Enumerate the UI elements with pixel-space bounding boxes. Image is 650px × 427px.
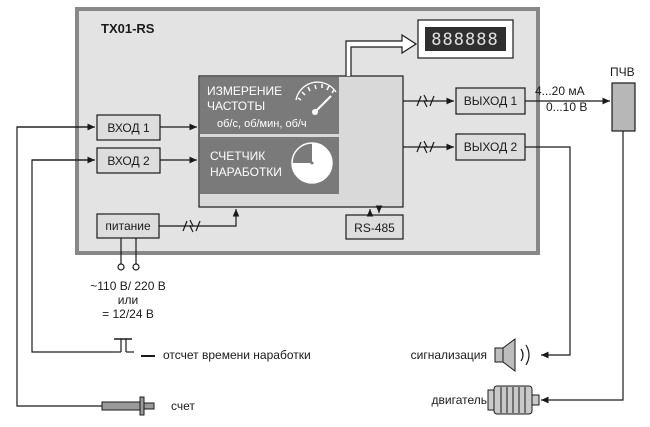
switch-icon (113, 338, 155, 357)
measure-units: об/с, об/мин, об/ч (217, 118, 307, 130)
power-voltage-ac: ~110 В/ 220 В (90, 279, 166, 293)
power-voltage-dc: = 12/24 В (102, 307, 154, 321)
output2-to-alarm-arrow (525, 146, 571, 359)
output-range-voltage: 0...10 В (546, 100, 587, 114)
gauge-icon (295, 81, 337, 115)
output-2-box (455, 133, 526, 161)
pchv-label: ПЧВ (610, 65, 635, 79)
core-to-output2-link (403, 140, 454, 154)
runtime-label: отсчет времени наработки (163, 348, 311, 362)
power-terminal-2 (132, 263, 140, 271)
counter-line1: СЧЕТЧИК (210, 149, 265, 163)
pchv-box (611, 82, 636, 132)
motor-label: двигатель (432, 393, 488, 407)
core-to-display-arrow (345, 33, 418, 76)
counter-line2: НАРАБОТКИ (210, 165, 282, 179)
power-label: питание (105, 219, 151, 233)
sensor-icon (101, 396, 155, 416)
input-1-box (96, 114, 161, 141)
input-2-box (96, 147, 161, 174)
pchv-to-motor-arrow (541, 131, 624, 404)
measure-line1: ИЗМЕРЕНИЕ (207, 84, 282, 98)
power-box (96, 213, 160, 239)
output-1-box (455, 87, 526, 115)
measure-line2: ЧАСТОТЫ (207, 99, 265, 113)
rs485-box (345, 214, 404, 240)
display-digits: 888888 (431, 30, 498, 50)
alarm-label: сигнализация (411, 348, 487, 362)
motor-icon (487, 385, 540, 415)
output-range-current: 4...20 мА (535, 84, 585, 98)
device-title: TX01-RS (101, 21, 155, 36)
input-2-label: ВХОД 2 (107, 154, 150, 168)
speaker-icon (494, 338, 530, 372)
seven-segment-display: 888888 (417, 19, 514, 59)
power-to-core-link (159, 209, 240, 233)
output-1-label: ВЫХОД 1 (464, 94, 518, 108)
input-1-label: ВХОД 1 (107, 121, 150, 135)
count-label: счет (171, 399, 195, 413)
core-to-output1-link (403, 94, 454, 108)
clock-icon (291, 142, 333, 184)
output-2-label: ВЫХОД 2 (464, 140, 518, 154)
power-terminal-1 (117, 263, 125, 271)
power-voltage-or: или (118, 293, 138, 307)
rs485-label: RS-485 (354, 221, 395, 235)
